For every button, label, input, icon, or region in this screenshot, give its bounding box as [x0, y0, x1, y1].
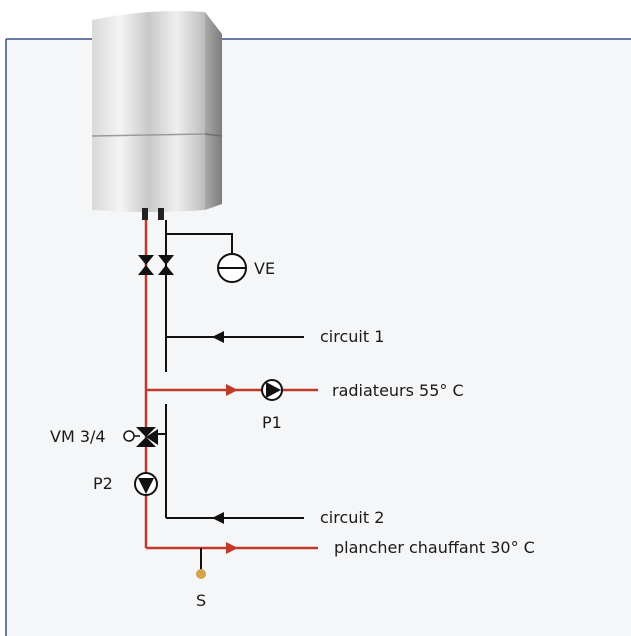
isolation-valve-icon — [138, 255, 154, 275]
label-p1: P1 — [262, 413, 282, 432]
label-vm: VM 3/4 — [50, 427, 106, 446]
label-p2: P2 — [93, 474, 113, 493]
pump-p1-icon — [261, 379, 283, 401]
arrow-icon — [226, 384, 238, 396]
label-s: S — [196, 591, 206, 610]
return-pipes — [158, 220, 304, 570]
arrow-icon — [212, 331, 224, 343]
label-circuit-2: circuit 2 — [320, 508, 384, 527]
label-ve: VE — [254, 259, 275, 278]
expansion-vessel-icon — [217, 253, 247, 283]
arrow-icon — [212, 512, 224, 524]
isolation-valve-icon — [158, 255, 174, 275]
label-radiateurs: radiateurs 55° C — [332, 381, 464, 400]
label-circuit-1: circuit 1 — [320, 327, 384, 346]
label-plancher: plancher chauffant 30° C — [334, 538, 535, 557]
sensor-icon — [196, 569, 206, 579]
arrow-icon — [226, 542, 238, 554]
mixing-valve-icon — [123, 427, 158, 447]
boiler-unit — [91, 11, 223, 220]
pump-p2-icon — [134, 472, 158, 496]
